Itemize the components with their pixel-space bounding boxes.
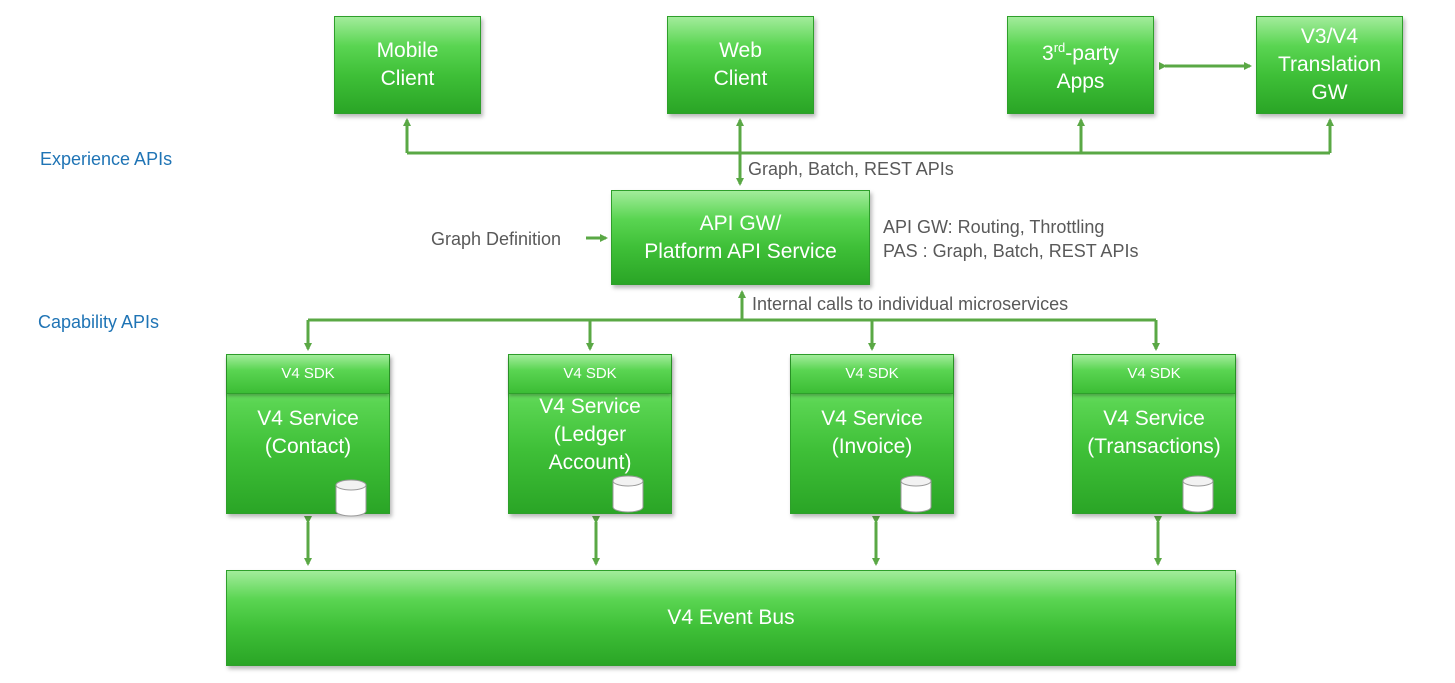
web-client-line2: Client — [713, 67, 768, 90]
mobile-client-box: Mobile Client — [334, 16, 481, 114]
translation-line1: V3/V4 — [1300, 25, 1359, 48]
service-invoice-title: V4 Service (Invoice) — [821, 407, 923, 458]
database-icon — [612, 475, 644, 513]
gateway-notes: API GW: Routing, Throttling PAS : Graph,… — [883, 215, 1138, 263]
third-party-line1: 3rd-party — [1042, 40, 1119, 65]
sdk-label-transactions: V4 SDK — [1073, 355, 1235, 394]
mobile-client-line2: Client — [380, 67, 435, 90]
sdk-label-contact: V4 SDK — [227, 355, 389, 394]
sdk-label-invoice: V4 SDK — [791, 355, 953, 394]
sdk-label-ledger: V4 SDK — [509, 355, 671, 394]
mobile-client-line1: Mobile — [376, 39, 439, 62]
translation-line3: GW — [1311, 81, 1348, 104]
internal-calls-label: Internal calls to individual microservic… — [752, 294, 1069, 314]
web-client-box: Web Client — [667, 16, 814, 114]
third-party-apps-box: 3rd-party Apps — [1007, 16, 1154, 114]
web-client-line1: Web — [719, 39, 762, 62]
service-invoice-box: V4 SDK V4 Service (Invoice) — [790, 354, 954, 514]
service-transactions-title: V4 Service (Transactions) — [1087, 407, 1221, 458]
service-ledger-title: V4 Service (Ledger Account) — [539, 395, 641, 474]
gateway-note-pas: PAS : Graph, Batch, REST APIs — [883, 241, 1139, 261]
service-contact-box: V4 SDK V4 Service (Contact) — [226, 354, 390, 517]
graph-batch-rest-label: Graph, Batch, REST APIs — [748, 159, 954, 179]
event-bus-box: V4 Event Bus — [226, 570, 1236, 666]
database-icon — [1182, 475, 1214, 513]
graph-definition-label: Graph Definition — [431, 229, 562, 249]
event-bus-label: V4 Event Bus — [667, 606, 795, 629]
gateway-note-routing: API GW: Routing, Throttling — [883, 217, 1105, 237]
service-contact-title: V4 Service (Contact) — [257, 407, 359, 458]
capability-apis-label: Capability APIs — [38, 312, 160, 332]
third-party-line2: Apps — [1056, 70, 1105, 93]
api-gateway-line1: API GW/ — [699, 211, 782, 235]
database-icon — [900, 475, 932, 513]
translation-line2: Translation — [1277, 53, 1382, 76]
api-gateway-line2: Platform API Service — [644, 239, 837, 263]
database-icon — [335, 479, 367, 517]
translation-gw-box: V3/V4 Translation GW — [1256, 16, 1403, 114]
api-gateway-box: API GW/ Platform API Service — [611, 190, 870, 285]
service-ledger-box: V4 SDK V4 Service (Ledger Account) — [508, 354, 672, 514]
service-transactions-box: V4 SDK V4 Service (Transactions) — [1072, 354, 1236, 514]
experience-apis-label: Experience APIs — [40, 149, 173, 169]
